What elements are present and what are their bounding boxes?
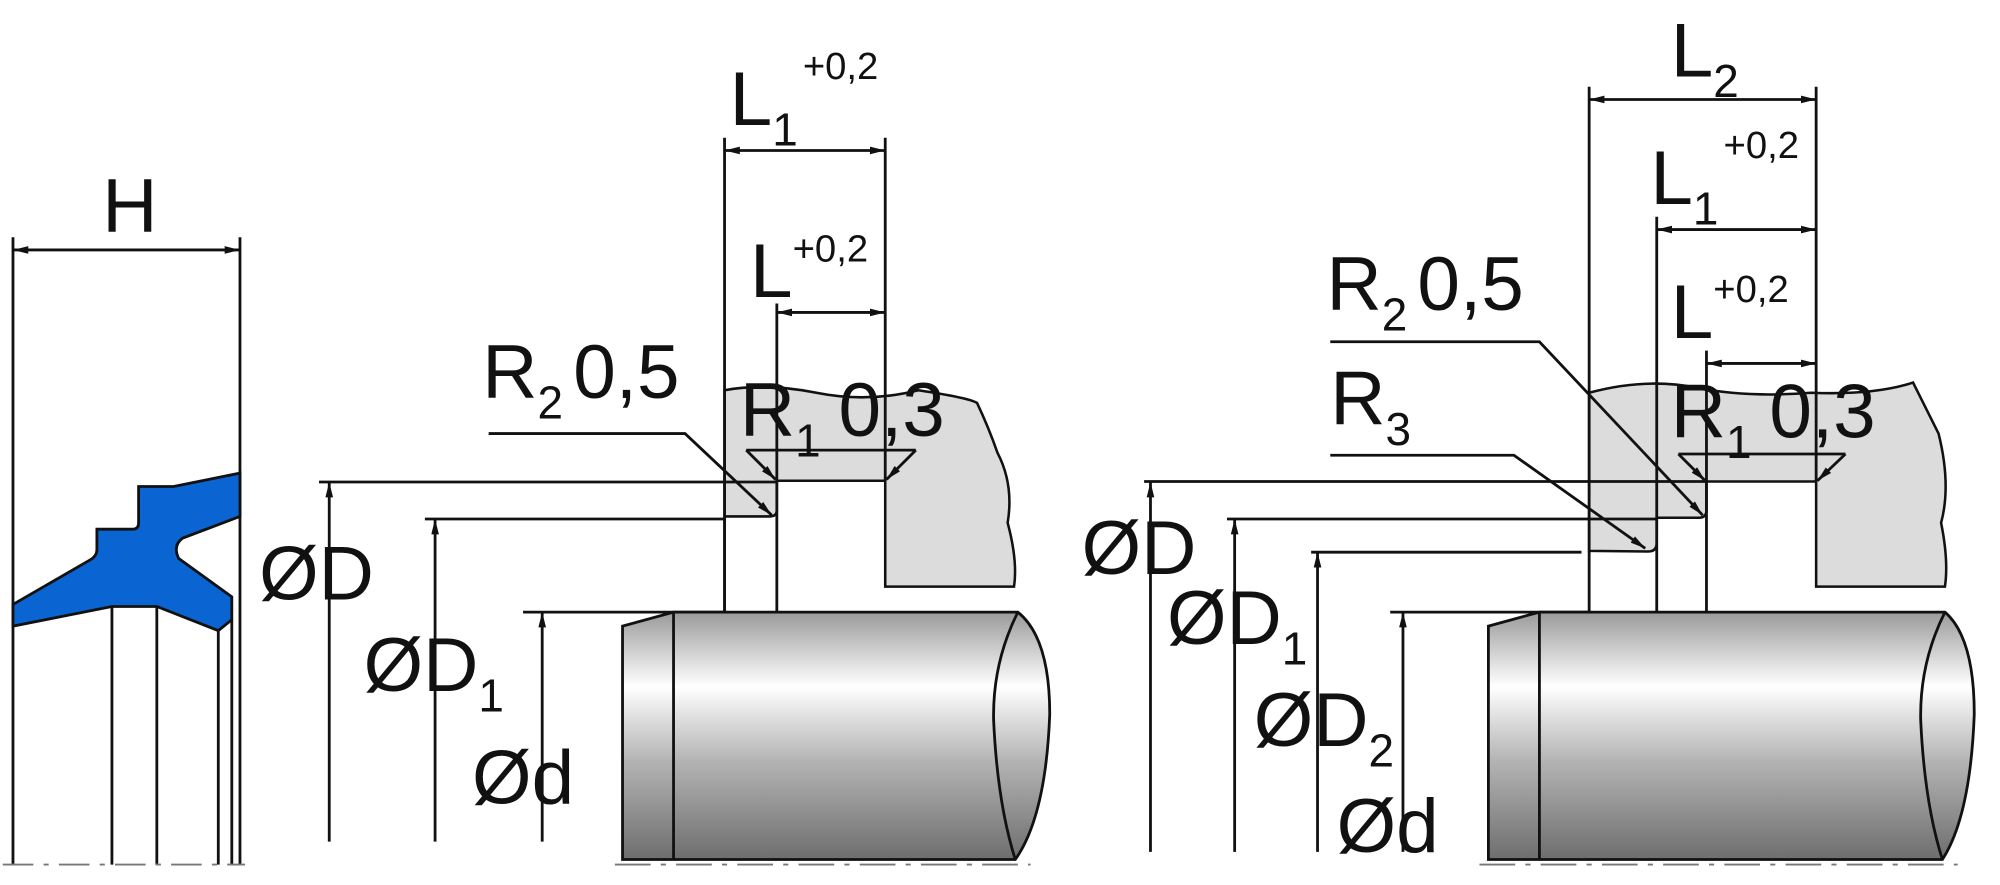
R3-leader	[1330, 453, 1647, 550]
seal-edge-lines	[110, 607, 234, 865]
R1-arrow	[1677, 452, 1707, 482]
shaft	[621, 610, 1052, 861]
D-label: ØD	[1082, 506, 1197, 591]
d-label: Ød	[1337, 784, 1439, 869]
R1-arrow	[745, 449, 777, 481]
height-label: H	[102, 164, 157, 249]
D-label: ØD	[259, 531, 374, 616]
R2-leader	[1330, 340, 1704, 517]
D2-label: ØD2	[1254, 678, 1394, 776]
seal-profile: H	[2, 164, 246, 866]
D1-label: ØD1	[364, 623, 504, 721]
extension-lines	[319, 137, 887, 614]
seal-cross-section	[11, 471, 242, 633]
shaft	[1487, 610, 1976, 861]
R2-leader	[488, 432, 773, 517]
housing	[1587, 381, 1948, 588]
d-label: Ød	[472, 735, 574, 820]
L1-label: L1+0,2	[730, 45, 879, 155]
L2-label: L2	[1671, 9, 1739, 107]
L-label: L+0,2	[1671, 268, 1789, 355]
R1-arrow	[885, 449, 917, 481]
R3-label: R3	[1330, 357, 1411, 455]
R1-arrow	[1816, 452, 1847, 482]
L1-label: L1+0,2	[1650, 124, 1799, 234]
D1-label: ØD1	[1167, 576, 1307, 674]
L-label: L+0,2	[750, 227, 868, 314]
extension-lines	[1144, 86, 1818, 614]
